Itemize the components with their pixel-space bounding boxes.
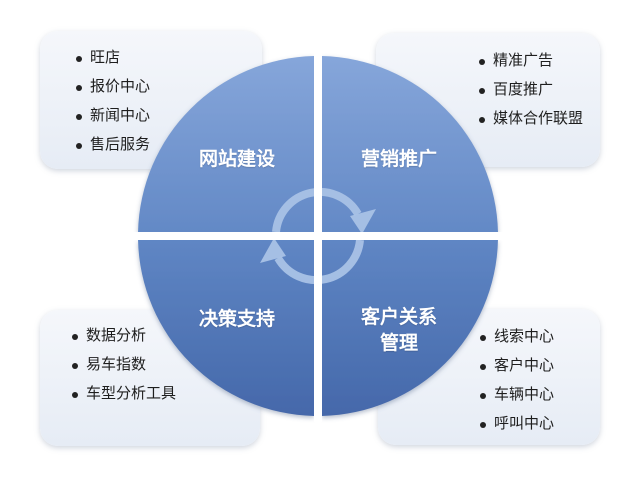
list-item: 数据分析 <box>72 321 176 350</box>
crm-label-line1: 客户关系 <box>360 306 437 328</box>
list-item: 易车指数 <box>72 350 176 379</box>
list-item: 百度推广 <box>479 75 583 104</box>
website-building-list: 旺店 报价中心 新闻中心 售后服务 <box>76 43 150 159</box>
crm-label-line2: 管理 <box>379 332 418 354</box>
decision-support-list: 数据分析 易车指数 车型分析工具 <box>72 321 176 408</box>
list-item: 呼叫中心 <box>480 409 554 438</box>
quadrant-website-building <box>138 56 314 232</box>
list-item: 售后服务 <box>76 130 150 159</box>
marketing-list: 精准广告 百度推广 媒体合作联盟 <box>479 46 583 133</box>
list-item: 精准广告 <box>479 46 583 75</box>
list-item: 新闻中心 <box>76 101 150 130</box>
list-item: 客户中心 <box>480 351 554 380</box>
quadrant-label-marketing: 营销推广 <box>360 148 437 170</box>
list-item: 车辆中心 <box>480 380 554 409</box>
quadrant-label-website-building: 网站建设 <box>198 148 275 170</box>
cycle-arrows-icon <box>272 187 364 285</box>
decision-support-details-box: 数据分析 易车指数 车型分析工具 <box>40 310 260 446</box>
list-item: 报价中心 <box>76 72 150 101</box>
crm-list: 线索中心 客户中心 车辆中心 呼叫中心 <box>480 322 554 438</box>
list-item: 旺店 <box>76 43 150 72</box>
quadrant-label-decision-support: 决策支持 <box>198 308 275 330</box>
quadrant-marketing <box>322 56 498 232</box>
list-item: 线索中心 <box>480 322 554 351</box>
list-item: 车型分析工具 <box>72 379 176 408</box>
quadrant-crm <box>322 240 498 416</box>
quadrant-decision-support <box>138 240 314 416</box>
quadrant-label-crm: 客户关系 管理 <box>344 304 454 356</box>
list-item: 媒体合作联盟 <box>479 104 583 133</box>
